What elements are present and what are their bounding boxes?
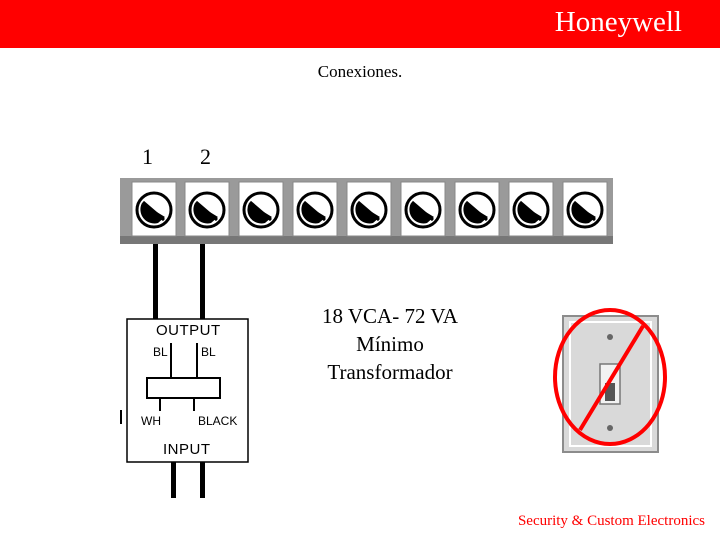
transformer-input-label: INPUT: [163, 441, 211, 458]
switch-group: [553, 308, 667, 453]
header-bar: Honeywell: [0, 0, 720, 48]
transformer-output-left-label: BL: [153, 345, 168, 359]
terminal-screw-icon: [453, 180, 501, 238]
terminal-screw-icon: [507, 180, 555, 238]
strip-bottom-rail: [120, 236, 613, 244]
wire-input-left: [171, 462, 176, 498]
prohibited-slash: [578, 324, 645, 432]
brand-logo: Honeywell: [554, 6, 682, 38]
wire-terminal-1: [153, 244, 158, 320]
terminal-screw-icon: [291, 180, 339, 238]
spec-line-3: Transformador: [327, 360, 453, 384]
transformer: [126, 318, 249, 463]
terminal-number-1: 1: [142, 144, 153, 169]
terminal-screw-icon: [561, 180, 609, 238]
terminal-screw-icon: [345, 180, 393, 238]
transformer-output-label: OUTPUT: [156, 322, 221, 339]
switch-screw-icon: [607, 334, 613, 340]
switch-plate-bevel: [569, 321, 652, 447]
switch-screw-icon: [607, 425, 613, 431]
transformer-input-right-label: BLACK: [198, 414, 238, 428]
switch-toggle-lever: [605, 383, 615, 401]
transformer-output-right-label: BL: [201, 345, 216, 359]
prohibited-icon: [553, 308, 667, 446]
wire-input-right: [200, 462, 205, 498]
transformer-spec: 18 VCA- 72 VA Mínimo Transformador: [300, 302, 480, 386]
terminal-number-2: 2: [200, 144, 211, 169]
page-title: Conexiones.: [317, 62, 403, 81]
footer-text: Security & Custom Electronics: [517, 513, 705, 529]
spec-line-1: 18 VCA- 72 VA: [322, 304, 458, 328]
transformer-input-left-label: WH: [141, 414, 161, 428]
terminal-screw-icon: [183, 180, 231, 238]
terminal-screw-icon: [237, 180, 285, 238]
transformer-core: [146, 377, 221, 399]
terminal-screw-icon: [399, 180, 447, 238]
spec-line-2: Mínimo: [356, 332, 424, 356]
wire-terminal-2: [200, 244, 205, 320]
terminal-strip: [120, 178, 613, 244]
terminal-screw-icon: [130, 180, 178, 238]
